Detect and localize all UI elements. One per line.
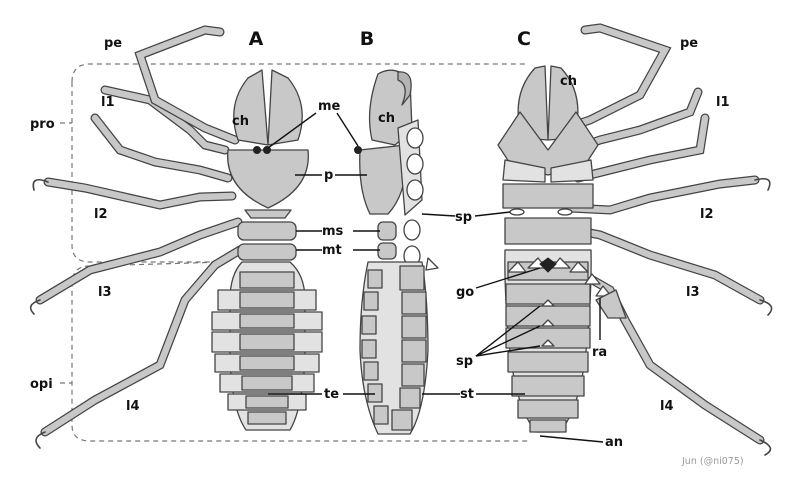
view-c-spiracle-2 bbox=[541, 299, 555, 307]
view-a-median-eye-left bbox=[253, 146, 261, 154]
view-b-opisthosoma bbox=[359, 261, 429, 435]
label-leg3-right: l3 bbox=[686, 285, 700, 300]
label-pedipalp-right: pe bbox=[680, 36, 698, 51]
view-a-pedicel bbox=[244, 209, 292, 219]
view-c-pedipalp bbox=[555, 23, 672, 135]
label-pedipalp-left: pe bbox=[104, 36, 122, 51]
label-prosoma: pro bbox=[30, 117, 55, 132]
view-b-metapeltidium bbox=[377, 242, 397, 260]
label-leg2-right: l2 bbox=[700, 207, 714, 222]
label-leg4-left: l4 bbox=[126, 399, 140, 414]
view-c-sternum bbox=[502, 183, 594, 209]
prosoma-bracket bbox=[60, 63, 528, 263]
view-titles: A B C bbox=[249, 28, 531, 50]
view-b-coxa-3 bbox=[406, 179, 424, 201]
view-a-chelicera-left bbox=[233, 69, 269, 146]
label-chelicera-b: ch bbox=[378, 111, 395, 126]
view-b-median-eye bbox=[354, 146, 362, 154]
view-b-fang bbox=[397, 71, 412, 106]
view-b-mesopeltidium bbox=[377, 221, 397, 241]
view-a-legs bbox=[29, 85, 245, 449]
label-opisthosoma: opi bbox=[30, 377, 53, 392]
view-b-coxa-1 bbox=[406, 127, 424, 149]
view-c-spiracle-left bbox=[509, 208, 525, 216]
view-a-metapeltidium bbox=[237, 243, 297, 261]
view-a-chelicera-right bbox=[267, 69, 303, 146]
view-b-carapace bbox=[359, 144, 407, 215]
label-leg2-left: l2 bbox=[94, 207, 108, 222]
view-c-spiracle-flaps bbox=[507, 257, 612, 297]
view-b-spiracle-flap bbox=[425, 257, 439, 271]
view-a-opisthosoma bbox=[211, 261, 323, 431]
view-c-title: C bbox=[517, 28, 531, 50]
label-anus: an bbox=[605, 435, 623, 450]
opisthosoma-bracket bbox=[60, 261, 530, 442]
label-chelicera-a: ch bbox=[232, 114, 249, 129]
view-a-carapace bbox=[227, 149, 309, 209]
view-b-coxa-2 bbox=[406, 153, 424, 175]
label-chelicera-c: ch bbox=[560, 74, 577, 89]
view-a-pedipalp bbox=[134, 25, 240, 145]
label-tergite: te bbox=[324, 387, 339, 402]
label-mesopeltidium: ms bbox=[322, 224, 344, 239]
view-a-title: A bbox=[249, 28, 264, 50]
label-leg1-left: l1 bbox=[101, 95, 115, 110]
view-c-coxa-left bbox=[502, 159, 546, 183]
label-median-eyes: me bbox=[318, 99, 341, 114]
view-c-spiracle-4 bbox=[541, 339, 555, 347]
view-c-coxa-right bbox=[550, 159, 594, 183]
label-leg1-right: l1 bbox=[716, 95, 730, 110]
label-sternite: st bbox=[460, 387, 474, 402]
leader-lines bbox=[267, 112, 604, 443]
label-leg3-left: l3 bbox=[98, 285, 112, 300]
view-c-spiracle-3 bbox=[541, 319, 555, 327]
label-racquet-organ: ra bbox=[592, 345, 607, 360]
anatomy-labels: pro opi pe pe l1 l1 l2 l2 l3 l3 l4 l4 ch… bbox=[30, 36, 730, 450]
credit-text: Jun (@ni075) bbox=[681, 456, 744, 467]
view-c-rastellum bbox=[595, 289, 627, 319]
label-spiracle-upper: sp bbox=[455, 210, 472, 225]
view-b-title: B bbox=[360, 28, 374, 50]
label-propeltidium: p bbox=[324, 168, 333, 183]
view-c-operculum bbox=[504, 217, 592, 245]
label-metapeltidium: mt bbox=[322, 243, 342, 258]
view-c-genital-opening bbox=[539, 257, 557, 273]
label-leg4-right: l4 bbox=[660, 399, 674, 414]
view-a-dorsal bbox=[29, 25, 323, 449]
view-a-mesopeltidium bbox=[237, 221, 297, 241]
label-spiracle-lower: sp bbox=[456, 354, 473, 369]
view-b-coxa-4 bbox=[403, 219, 421, 241]
view-b-lateral bbox=[354, 69, 439, 435]
view-c-spiracle-right bbox=[557, 208, 573, 216]
label-genital-operculum: go bbox=[456, 285, 474, 300]
view-c-ventral bbox=[497, 23, 773, 456]
